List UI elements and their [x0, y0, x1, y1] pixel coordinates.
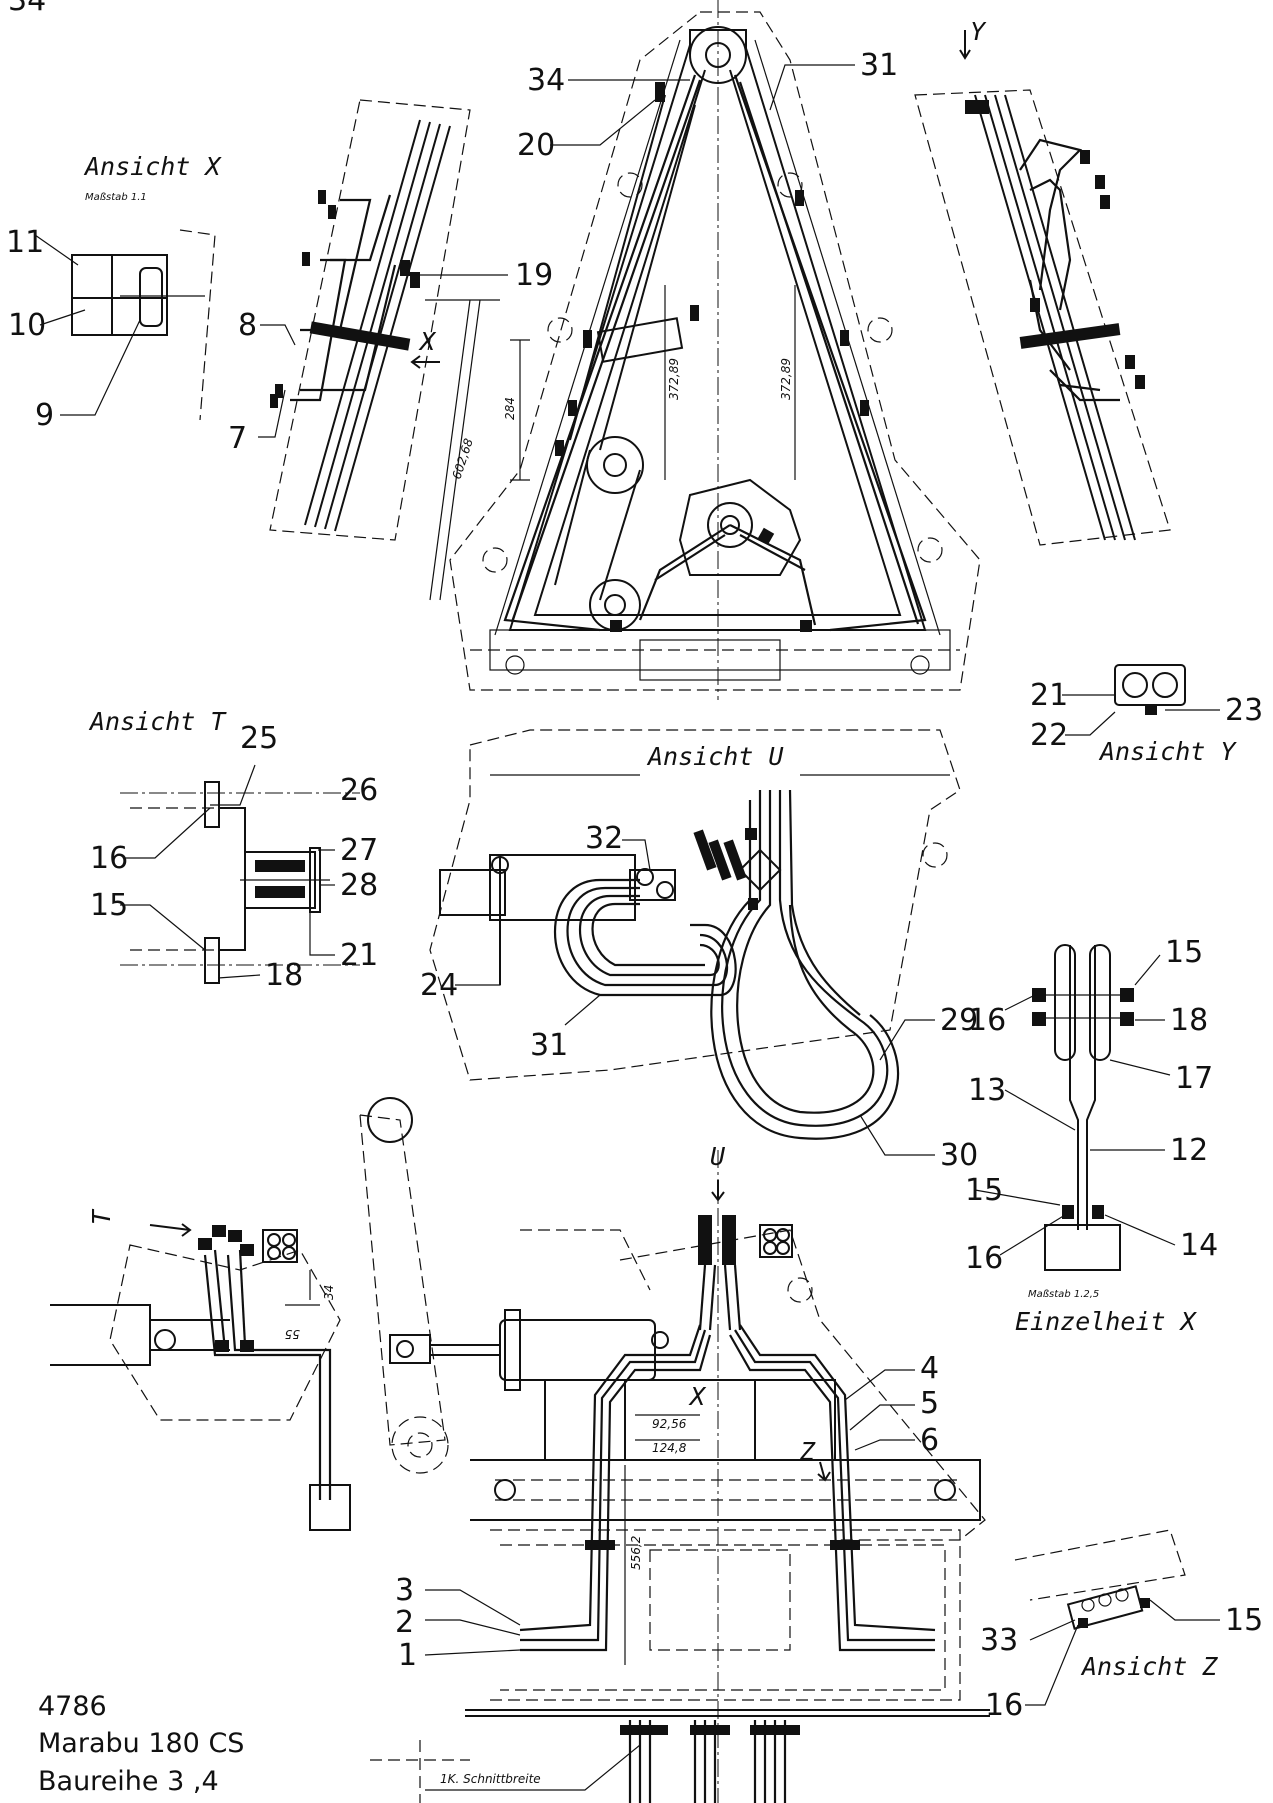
callout-3: 3 — [395, 1573, 414, 1608]
dim-372-left: 372,89 — [667, 358, 681, 400]
callout-28: 28 — [340, 868, 378, 903]
ansicht-z-view — [1014, 1529, 1186, 1630]
callout-12: 12 — [1170, 1133, 1208, 1168]
title-einzelheit-x: Einzelheit X — [1015, 1307, 1198, 1336]
callout-leaders — [34, 64, 1220, 1706]
ansicht-t-view — [120, 781, 360, 984]
callout-25: 25 — [240, 721, 278, 756]
callout-31-u: 31 — [530, 1028, 568, 1063]
ansicht-u-view — [429, 729, 961, 1140]
callout-6: 6 — [920, 1423, 939, 1458]
dim-cut-width: 1K. Schnittbreite — [440, 1772, 541, 1786]
callout-15-t: 15 — [90, 888, 128, 923]
callout-8: 8 — [238, 308, 257, 343]
dim-34: 34 — [322, 1285, 336, 1300]
dim-55: 55 — [285, 1327, 300, 1341]
callout-numbers: 34 31 20 19 11 10 9 8 7 21 22 23 25 26 2… — [6, 48, 1263, 1723]
callout-7: 7 — [228, 421, 247, 456]
main-frame-assembly — [425, 0, 981, 700]
callout-19: 19 — [515, 258, 553, 293]
callout-21-y: 21 — [1030, 678, 1068, 713]
title-ansicht-u: Ansicht U — [646, 742, 784, 771]
callout-10: 10 — [8, 308, 46, 343]
title-ansicht-z: Ansicht Z — [1080, 1652, 1218, 1681]
callout-16-ex-bottom: 16 — [965, 1241, 1003, 1276]
series-info: Baureihe 3 ,4 — [38, 1766, 219, 1797]
callout-5: 5 — [920, 1386, 939, 1421]
callout-14: 14 — [1180, 1228, 1218, 1263]
marker-x-bottom: X — [688, 1382, 707, 1411]
callout-32: 32 — [585, 821, 623, 856]
dim-284: 284 — [503, 397, 517, 420]
callout-16-ex-top: 16 — [968, 1003, 1006, 1038]
marker-x-top: X — [418, 327, 437, 356]
dim-92-56: 92,56 — [652, 1417, 687, 1431]
callout-16-t: 16 — [90, 841, 128, 876]
callout-26: 26 — [340, 773, 378, 808]
dim-602-68: 602,68 — [450, 436, 476, 481]
drawing-number: 4786 — [38, 1691, 107, 1722]
marker-z: Z — [799, 1437, 816, 1466]
dim-372-right: 372,89 — [779, 358, 793, 400]
title-ansicht-y: Ansicht Y — [1098, 737, 1237, 766]
callout-16-z: 16 — [985, 1688, 1023, 1723]
callout-4: 4 — [920, 1351, 939, 1386]
left-rail-section — [269, 99, 481, 601]
lower-assembly — [50, 1097, 990, 1803]
title-ansicht-x: Ansicht X — [83, 152, 222, 181]
dim-556-2: 556,2 — [629, 1536, 643, 1570]
callout-18-t: 18 — [265, 958, 303, 993]
callout-15-ex-top: 15 — [1165, 935, 1203, 970]
callout-17: 17 — [1175, 1061, 1213, 1096]
marker-t: T — [87, 1208, 116, 1225]
callout-34: 34 — [527, 63, 565, 98]
dim-124-8: 124,8 — [652, 1441, 687, 1455]
callout-21-t: 21 — [340, 938, 378, 973]
marker-y: Y — [970, 17, 987, 46]
callout-23: 23 — [1225, 693, 1263, 728]
callout-15-ex-bottom: 15 — [965, 1173, 1003, 1208]
right-rail-section — [914, 89, 1171, 546]
callout-1: 1 — [398, 1638, 417, 1673]
ansicht-y-view — [1114, 664, 1186, 715]
callout-31-top: 31 — [860, 48, 898, 83]
scale-ansicht-x: Maßstab 1.1 — [85, 192, 147, 203]
callout-20: 20 — [517, 128, 555, 163]
title-ansicht-t: Ansicht T — [88, 707, 227, 736]
page-number: 34 — [8, 0, 46, 18]
callout-9: 9 — [35, 398, 54, 433]
callout-30: 30 — [940, 1138, 978, 1173]
scale-einzelheit-x: Maßstab 1.2,5 — [1028, 1289, 1099, 1300]
callout-18-ex: 18 — [1170, 1003, 1208, 1038]
callout-33: 33 — [980, 1623, 1018, 1658]
title-block: 4786 Marabu 180 CS Baureihe 3 ,4 — [38, 1691, 244, 1797]
callout-29: 29 — [940, 1003, 978, 1038]
ansicht-x-view — [71, 229, 216, 421]
marker-u: U — [710, 1142, 726, 1171]
callout-2: 2 — [395, 1605, 414, 1640]
callout-27: 27 — [340, 833, 378, 868]
einzelheit-x-view — [1032, 944, 1134, 1271]
callout-15-z: 15 — [1225, 1603, 1263, 1638]
callout-24: 24 — [420, 968, 458, 1003]
callout-11: 11 — [6, 225, 44, 260]
callout-22: 22 — [1030, 718, 1068, 753]
machine-model: Marabu 180 CS — [38, 1728, 244, 1759]
callout-13: 13 — [968, 1073, 1006, 1108]
